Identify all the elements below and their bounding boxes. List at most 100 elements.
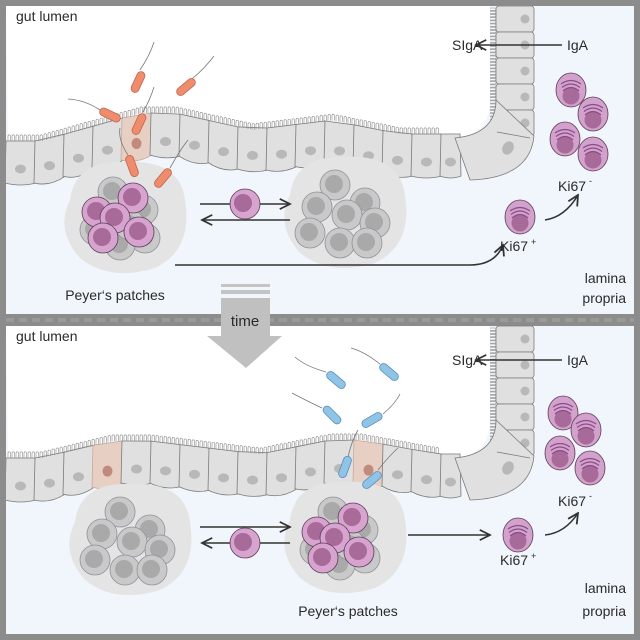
bacterium-body	[130, 71, 146, 93]
microvillus	[43, 450, 47, 458]
microvillus	[339, 433, 343, 440]
epithelial-cell	[236, 126, 269, 173]
b-cell-activated	[307, 542, 339, 574]
microvillus	[355, 433, 359, 440]
microvillus	[383, 437, 387, 445]
ki67-positive-superscript: +	[531, 237, 536, 247]
microvillus	[271, 120, 275, 128]
ki67-negative-superscript: -	[589, 491, 592, 501]
nucleus	[160, 466, 171, 476]
microvillus	[119, 112, 123, 119]
microvillus	[87, 440, 91, 447]
microvillus	[371, 121, 375, 129]
b-cell-naive	[294, 217, 326, 249]
gut-lumen-area	[6, 6, 490, 141]
time-arrow-head	[207, 336, 282, 368]
microvillus	[323, 114, 327, 122]
microvillus	[127, 109, 131, 117]
nucleus	[520, 360, 530, 370]
endoplasmic-reticulum-line	[507, 524, 529, 530]
cell-body	[149, 112, 182, 159]
microvillus	[203, 441, 207, 448]
b-cell-activated	[343, 536, 375, 568]
microvillus	[175, 437, 179, 445]
microvillus	[223, 443, 227, 450]
cell-nucleus	[349, 542, 367, 560]
nucleus	[247, 475, 258, 485]
microvillus	[307, 116, 311, 124]
plasma-cell-nucleus	[562, 87, 580, 105]
cell-body	[62, 444, 95, 496]
microvillus	[435, 127, 439, 134]
endoplasmic-reticulum-line	[583, 107, 603, 112]
ki67-negative-superscript: -	[589, 176, 592, 186]
microvillus	[311, 116, 315, 123]
microvillus	[271, 445, 275, 452]
microvillus	[227, 118, 231, 125]
microvillus	[235, 119, 239, 127]
microvillus	[391, 439, 395, 446]
b-cell-naive	[324, 227, 356, 259]
peyers-patch-resting	[69, 483, 192, 596]
nucleus	[520, 334, 530, 344]
cell-nucleus	[325, 175, 343, 193]
microvillus	[419, 127, 423, 134]
nucleus	[305, 467, 316, 477]
cell-nucleus	[93, 228, 111, 246]
microvillus	[39, 451, 43, 458]
microvillus	[55, 130, 59, 137]
microvillus	[131, 434, 135, 441]
microvillus	[490, 30, 497, 34]
microvillus	[99, 437, 103, 444]
cell-nucleus	[300, 223, 318, 241]
microvillus	[299, 117, 303, 124]
cell-nucleus	[103, 182, 121, 200]
commensal-bacterium-orange	[119, 127, 139, 177]
microvillus	[363, 434, 367, 441]
microvillus	[15, 134, 19, 141]
epithelial-cell	[207, 447, 240, 496]
microvillus	[399, 440, 403, 448]
microvillus	[139, 434, 143, 441]
microvillus	[115, 434, 119, 441]
microvillus	[215, 115, 219, 123]
microvillus	[355, 118, 359, 126]
epithelial-cell	[265, 446, 298, 497]
ki67-negative-cell	[574, 450, 606, 486]
time-arrow-line-2	[221, 290, 270, 294]
flagellum	[169, 139, 189, 169]
microvillus	[151, 434, 155, 442]
microvillus	[379, 123, 383, 130]
nucleus	[392, 470, 403, 480]
ki67-positive-superscript: +	[531, 551, 536, 561]
microvillus	[391, 125, 395, 133]
microvillus	[23, 451, 27, 458]
ki67-negative-cell	[547, 395, 579, 431]
microvillus	[19, 134, 23, 141]
microvillus	[227, 443, 231, 451]
flagellum	[382, 393, 401, 415]
microvillus	[131, 108, 135, 116]
epithelial-cell	[381, 443, 414, 493]
ki67-negative-cell	[555, 72, 587, 108]
microvillus	[263, 121, 267, 129]
microvillus	[291, 118, 295, 125]
cell-body	[439, 453, 462, 499]
microvillus	[39, 134, 43, 141]
epithelial-cell	[178, 113, 211, 164]
cell-nucleus	[357, 233, 375, 251]
nucleus	[421, 475, 432, 485]
microvillus	[327, 114, 331, 121]
epithelial-cell	[62, 444, 95, 496]
microvillus	[219, 116, 223, 123]
nucleus	[131, 138, 142, 150]
ki67-positive-label: Ki67	[500, 238, 528, 254]
microvillus	[287, 118, 291, 126]
bacterium-body	[99, 107, 121, 123]
microvillus	[367, 434, 371, 442]
microvillus	[335, 114, 339, 122]
plasma-cell-nucleus	[554, 410, 572, 428]
cell-body	[149, 440, 182, 489]
plasma-cell-nucleus	[511, 214, 529, 232]
